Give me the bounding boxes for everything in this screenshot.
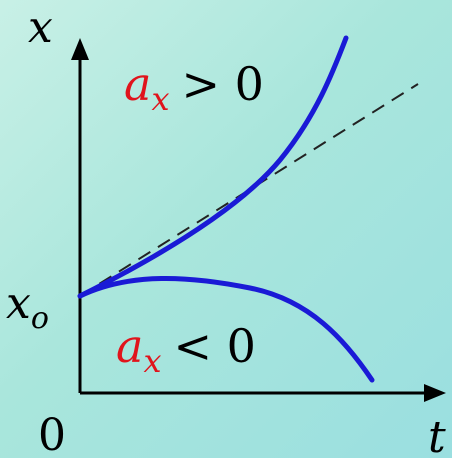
decelerating-curve	[77, 276, 375, 383]
accelerating-label-sub: x	[151, 80, 169, 118]
x-axis-arrowhead	[424, 384, 446, 402]
accelerating-label-relation: > 0	[181, 57, 263, 111]
accelerating-label: ax > 0	[124, 57, 264, 118]
constant-velocity-dashed-line	[79, 83, 419, 297]
decelerating-label-relation: < 0	[173, 319, 255, 373]
accelerating-label-var: a	[124, 57, 151, 111]
decelerating-label-var: a	[116, 319, 143, 373]
y-axis-label: x	[28, 2, 53, 53]
decelerating-label: ax < 0	[116, 319, 256, 380]
accelerating-curve	[77, 35, 349, 299]
intercept-label: xo	[6, 278, 49, 336]
intercept-label-main: x	[6, 278, 31, 329]
origin-label: 0	[38, 410, 66, 458]
decelerating-label-sub: x	[143, 342, 161, 380]
x-axis-label: t	[428, 412, 446, 458]
intercept-label-sub: o	[31, 301, 49, 336]
y-axis-arrowhead	[71, 38, 89, 60]
